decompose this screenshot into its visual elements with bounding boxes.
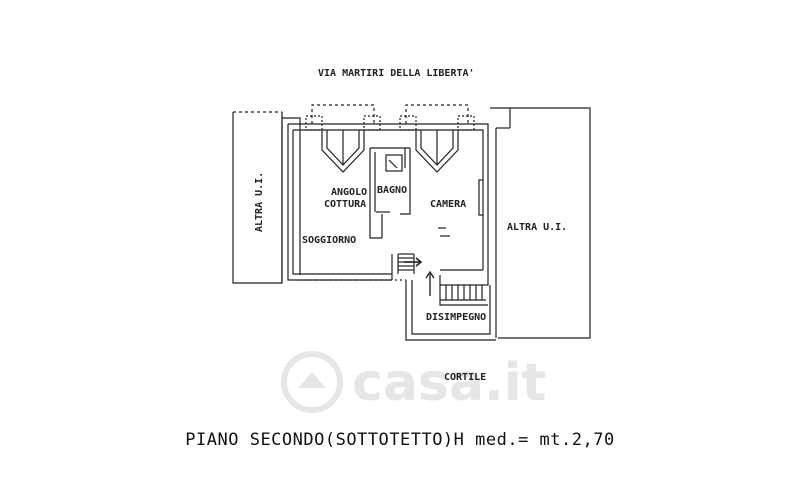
watermark: casa.it — [281, 351, 546, 413]
courtyard-label: CORTILE — [444, 372, 486, 383]
neighbor-label-right: ALTRA U.I. — [507, 222, 567, 233]
room-label-disimpegno: DISIMPEGNO — [426, 312, 486, 323]
right-neighbor-unit — [490, 107, 591, 339]
neighbor-label-left: ALTRA U.I. — [254, 172, 265, 232]
internal-walls — [369, 147, 483, 239]
watermark-house-icon — [281, 351, 343, 413]
watermark-roof-icon — [298, 372, 326, 388]
room-label-soggiorno: SOGGIORNO — [302, 235, 356, 246]
watermark-text: casa.it — [352, 353, 546, 413]
left-neighbor-unit — [232, 111, 301, 284]
dormers — [305, 104, 475, 173]
room-label-bagno: BAGNO — [377, 185, 407, 196]
floor-caption: PIANO SECONDO(SOTTOTETTO)H med.= mt.2,70 — [185, 430, 615, 450]
room-label-cottura: COTTURA — [324, 199, 366, 210]
room-label-angolo: ANGOLO — [331, 187, 367, 198]
plan-lines — [232, 104, 591, 341]
stairwell — [391, 253, 496, 341]
room-label-camera: CAMERA — [430, 199, 466, 210]
street-label: VIA MARTIRI DELLA LIBERTA' — [318, 68, 475, 79]
